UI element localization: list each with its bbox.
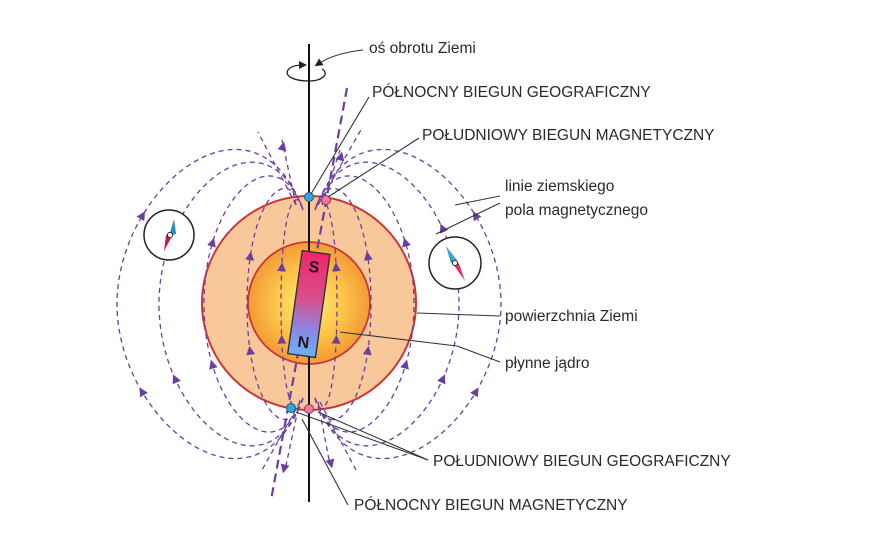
field-line [281,139,297,206]
liquid-core-label: płynne jądro [505,355,589,372]
south-geographic-pole-dot [286,403,296,413]
field-line [319,401,357,471]
field-arrow-icon [335,151,345,162]
field-line [314,161,460,447]
field-arrow-icon [280,463,290,474]
compass-right-icon [428,236,482,290]
field-lines-label-line2: pola magnetycznego [505,202,648,219]
field-arrow-icon [136,211,146,222]
magnet-north-pole-label: N [296,334,310,352]
field-line [116,148,304,460]
rotation-axis-label: oś obrotu Ziemi [369,40,476,57]
south-geographic-pole-label: POŁUDNIOWY BIEGUN GEOGRAFICZNY [433,453,731,470]
south-magnetic-pole-label: POŁUDNIOWY BIEGUN MAGNETYCZNY [422,127,715,144]
field-line [317,127,363,206]
field-line [261,401,301,471]
magnet-south-pole-label: S [307,259,320,277]
north-geographic-pole-dot [304,192,314,202]
field-lines-label-line1: linie ziemskiego [505,178,614,195]
rotation-arrow-icon [286,61,326,82]
field-arrow-icon [325,458,335,469]
field-line [246,187,304,421]
north-magnetic-pole-dot [304,404,314,414]
field-line [314,148,502,460]
field-line [158,161,304,447]
earth-surface-label: powierzchnia Ziemi [505,308,638,325]
field-lines [116,127,502,474]
bar-magnet: S N [286,249,331,359]
leader-lines [295,49,501,506]
south-magnetic-pole-dot [321,195,331,205]
field-line [284,399,301,471]
field-line [317,401,331,466]
field-arrow-icon [277,141,287,152]
field-line [257,131,297,206]
north-geographic-pole-label: PÓŁNOCNY BIEGUN GEOGRAFICZNY [372,84,651,101]
compass-left-icon [143,209,195,261]
north-magnetic-pole-label: PÓŁNOCNY BIEGUN MAGNETYCZNY [354,497,628,514]
